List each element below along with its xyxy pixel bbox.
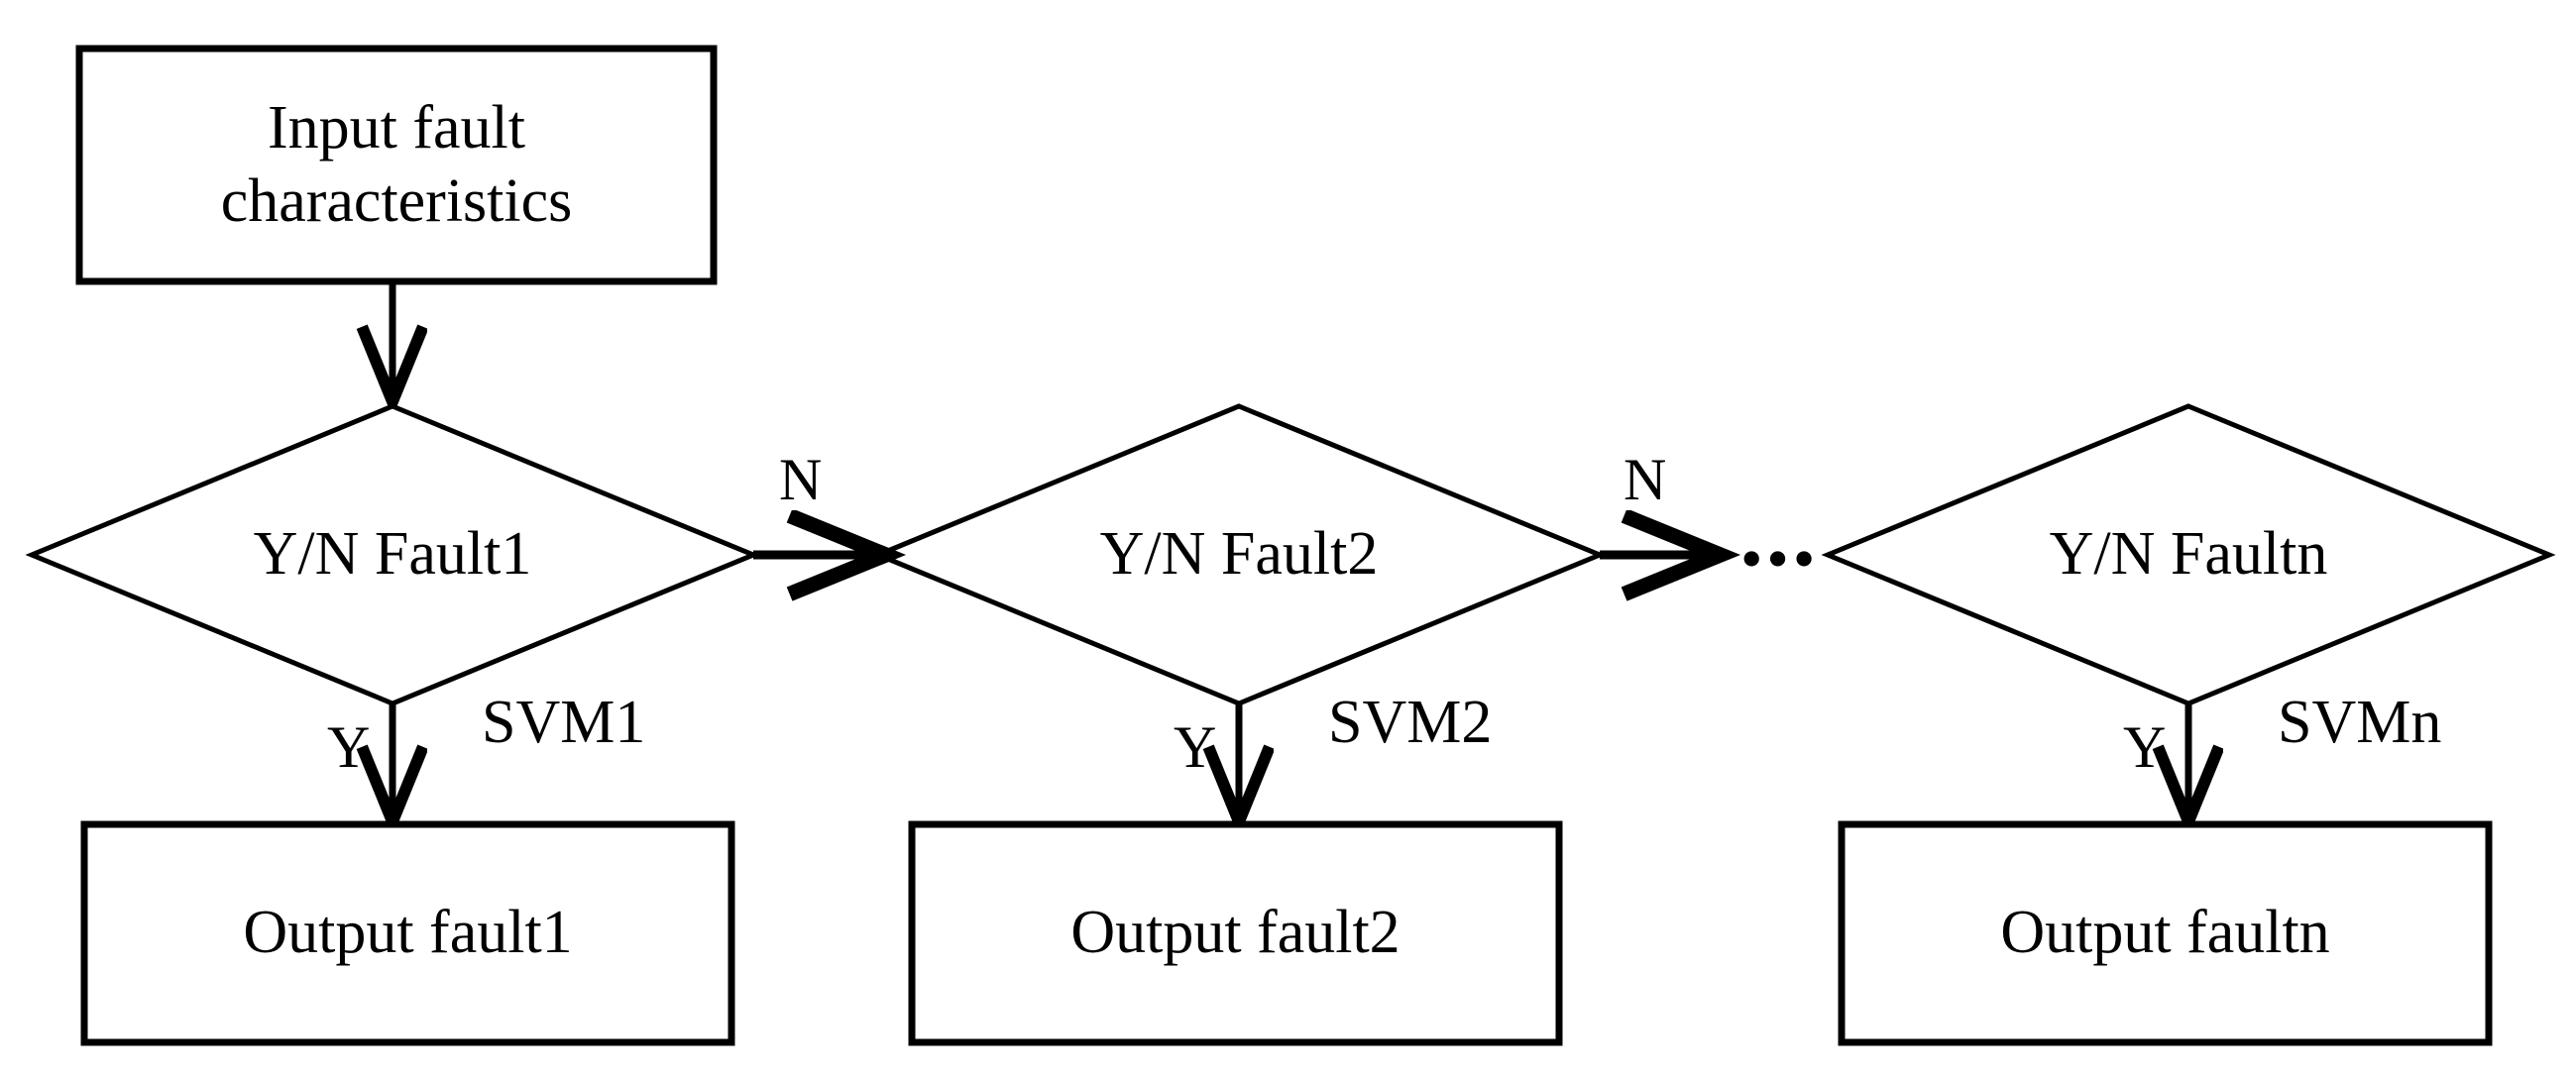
decision-3-shape [1821,403,2556,706]
classifier-label-svm1: SVM1 [482,689,646,756]
input-box-shape [75,45,718,285]
continuation-ellipsis: ••• [1740,523,1820,594]
output-box-2-shape [908,820,1563,1046]
decision-2-shape [871,403,1607,706]
decision-1-shape [25,403,760,706]
classifier-label-svmn: SVMn [2278,689,2442,756]
classifier-label-svm2: SVM2 [1328,689,1493,756]
edge-label-yes-1: Y [327,714,371,780]
edge-label-no-1: N [779,447,823,512]
output-box-3-shape [1838,820,2493,1046]
output-box-1-shape [80,820,735,1046]
edge-label-yes-n: Y [2123,714,2167,780]
edge-label-yes-2: Y [1174,714,1217,780]
edge-label-no-2: N [1624,447,1667,512]
